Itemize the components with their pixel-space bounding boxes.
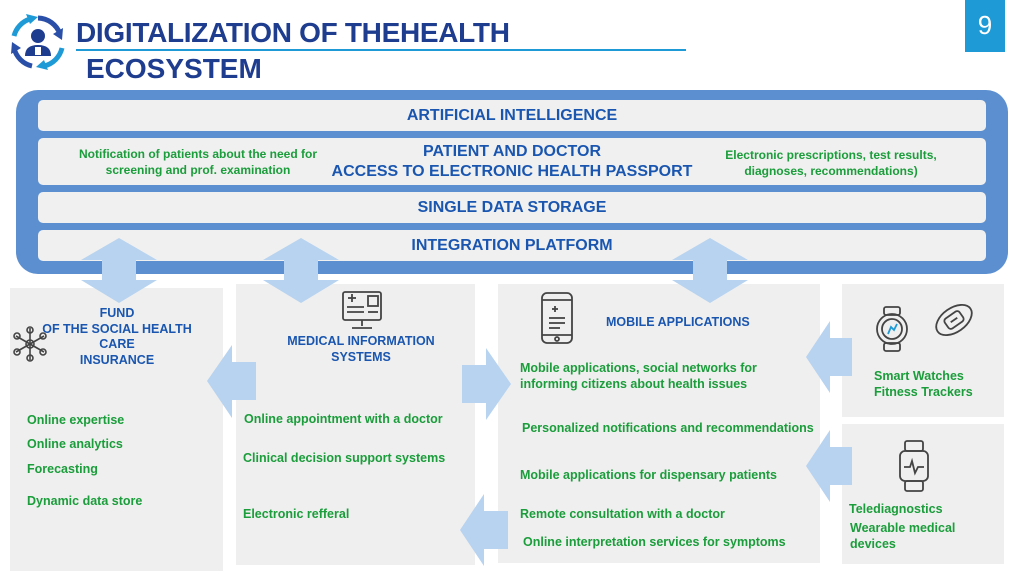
wearables-panel — [842, 284, 1004, 417]
fund-platform-arrow — [81, 238, 157, 303]
wearable-devices-label: Wearable medical devices — [850, 521, 956, 551]
mobile-item: Online interpretation services for sympt… — [523, 535, 786, 549]
mobile-platform-arrow — [672, 238, 748, 303]
telediagnostics-label: Telediagnostics — [849, 502, 943, 516]
mobile-panel — [498, 284, 820, 563]
integration-band: INTEGRATION PLATFORM — [38, 230, 986, 261]
smart-watches-label: Smart Watches — [874, 369, 964, 383]
health-ecosystem-logo-icon — [8, 12, 68, 72]
snowflake-network-icon — [12, 325, 48, 363]
mis-item: Online appointment with a doctor — [244, 412, 443, 426]
title-underline — [76, 49, 686, 51]
mis-item: Electronic refferal — [243, 507, 350, 521]
fund-title: FUND OF THE SOCIAL HEALTH CARE INSURANCE — [42, 306, 192, 367]
watches-to-mobile-arrow — [806, 321, 852, 393]
mis-panel — [236, 284, 475, 565]
mobile-item: Remote consultation with a doctor — [520, 507, 725, 521]
mis-title: MEDICAL INFORMATION SYSTEMS — [287, 334, 435, 364]
tele-to-mobile-arrow — [806, 430, 852, 502]
fitness-tracker-icon — [930, 296, 978, 344]
mobile-item: Mobile applications, social networks for… — [520, 361, 757, 391]
mis-to-fund-arrow — [207, 345, 256, 418]
mobile-item: Personalized notifications and recommend… — [522, 421, 814, 435]
mis-to-mobile-arrow — [462, 348, 511, 420]
fund-item: Forecasting — [27, 462, 98, 476]
mis-item: Clinical decision support systems — [243, 451, 446, 465]
fund-item: Dynamic data store — [27, 494, 143, 508]
access-title-line1: PATIENT AND DOCTOR — [422, 143, 602, 160]
page-number-badge: 9 — [965, 0, 1005, 52]
data-storage-band: SINGLE DATA STORAGE — [38, 192, 986, 223]
page-title-line2: ECOSYSTEM — [86, 53, 262, 84]
medical-monitor-icon — [340, 290, 384, 332]
mobile-to-mis-arrow — [460, 494, 508, 566]
electronic-prescriptions-text: Electronic prescriptions, test results, … — [725, 148, 937, 178]
fund-item: Online analytics — [27, 437, 123, 451]
fund-item: Online expertise — [27, 413, 125, 427]
mobile-title: MOBILE APPLICATIONS — [606, 315, 750, 329]
access-title-line2: ACCESS TO ELECTRONIC HEALTH PASSPORT — [331, 163, 693, 180]
ai-band: ARTIFICIAL INTELLIGENCE — [38, 100, 986, 131]
wearable-monitor-icon — [898, 440, 930, 492]
smart-watch-icon — [872, 306, 912, 352]
health-passport-band: Notification of patients about the need … — [38, 138, 986, 185]
fitness-trackers-label: Fitness Trackers — [874, 385, 973, 399]
patient-notification-text: Notification of patients about the need … — [79, 147, 317, 177]
mobile-item: Mobile applications for dispensary patie… — [520, 468, 777, 482]
mobile-health-app-icon — [540, 291, 574, 345]
mis-platform-arrow — [263, 238, 339, 303]
page-title: DIGITALIZATION OF THEHEALTH — [76, 17, 510, 48]
